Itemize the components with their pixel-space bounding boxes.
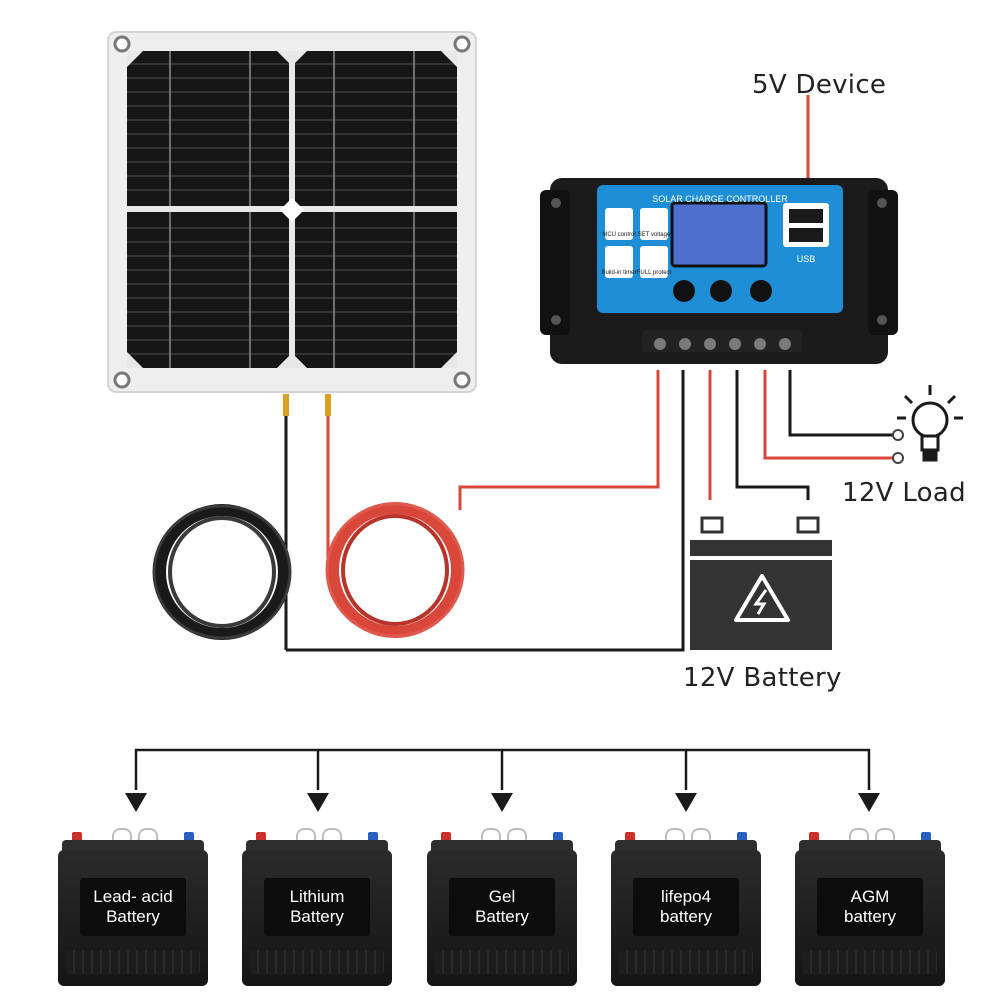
battery-type-name: Gel [488, 887, 516, 906]
battery-type-name: Lead- acid [93, 887, 173, 906]
battery-type-name: lifepo4 [660, 887, 712, 906]
battery-type-agm: AGM battery [795, 828, 945, 986]
battery-type-word: Battery [290, 907, 344, 926]
charge-controller [540, 178, 898, 364]
usb-label: USB [797, 254, 816, 264]
battery-type-gel: Gel Battery [427, 828, 577, 986]
battery-type-lead-acid: Lead- acid Battery [58, 828, 208, 986]
battery-type-name: AGM [850, 887, 890, 906]
battery-label: 12V Battery [683, 663, 842, 693]
battery-type-word: battery [660, 907, 712, 926]
light-bulb-icon [897, 385, 963, 462]
distribution-arrows [134, 748, 871, 790]
controller-btn-label: FULL protect [637, 270, 672, 276]
device-label: 5V Device [752, 70, 887, 100]
controller-title: SOLAR CHARGE CONTROLLER [652, 194, 788, 204]
battery-type-lifepo4: lifepo4 battery [611, 828, 761, 986]
battery-type-name: Lithium [289, 887, 345, 906]
solar-panel [107, 31, 477, 393]
black-cable-coil [152, 504, 292, 640]
battery-type-word: Battery [475, 907, 529, 926]
controller-btn-label: Build-in timer [601, 270, 636, 276]
battery-icon [690, 516, 832, 650]
load-label: 12V Load [842, 478, 966, 508]
controller-btn-label: MCU control [602, 232, 635, 238]
controller-btn-label: SET voltage [638, 232, 671, 238]
battery-type-word: battery [844, 907, 896, 926]
battery-type-word: Battery [106, 907, 160, 926]
red-cable-coil [325, 502, 465, 638]
battery-type-lithium: Lithium Battery [242, 828, 392, 986]
